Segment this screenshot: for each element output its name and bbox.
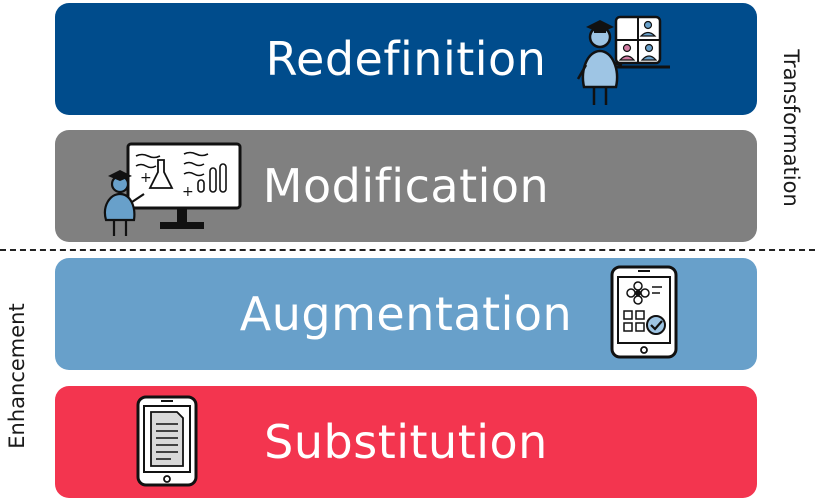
divider-dashed-line <box>0 249 815 251</box>
layer-title-substitution: Substitution <box>264 415 548 469</box>
layer-substitution: Substitution <box>55 386 757 498</box>
tablet-interactive-icon <box>610 265 678 359</box>
teacher-video-call-icon <box>576 15 670 105</box>
enhancement-label: Enhancement <box>5 303 29 449</box>
layer-redefinition: Redefinition <box>55 3 757 115</box>
tablet-document-icon <box>136 395 198 487</box>
layer-title-augmentation: Augmentation <box>239 287 573 341</box>
teacher-whiteboard-icon: + + <box>103 142 242 236</box>
svg-text:+: + <box>182 184 194 200</box>
svg-text:+: + <box>140 170 152 186</box>
layer-title-modification: Modification <box>262 159 550 213</box>
transformation-label: Transformation <box>779 49 803 207</box>
layer-title-redefinition: Redefinition <box>265 32 547 86</box>
layer-modification: Modification + + <box>55 130 757 242</box>
layer-augmentation: Augmentation <box>55 258 757 370</box>
